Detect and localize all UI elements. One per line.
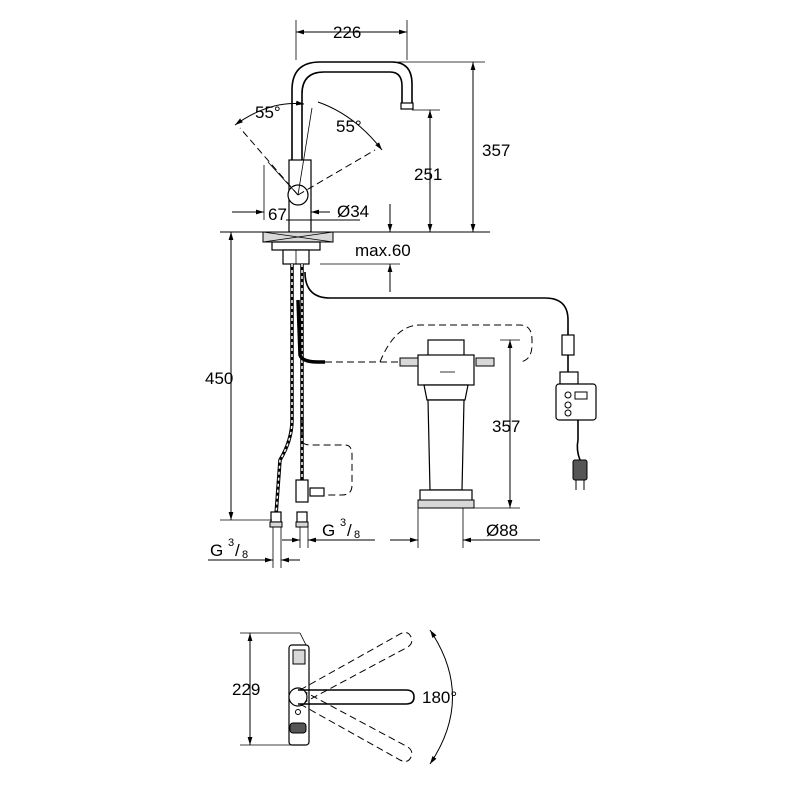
label-thread-right-den: 8 <box>354 529 360 541</box>
label-swivel-angle: 180° <box>422 688 457 707</box>
label-thread-right: G <box>322 521 335 540</box>
label-body-diameter: Ø34 <box>337 202 369 221</box>
svg-text:/: / <box>235 541 240 560</box>
label-filter-height: 357 <box>492 417 520 436</box>
faucet-side-view <box>220 61 490 265</box>
label-spout-reach: 226 <box>333 23 361 42</box>
label-thread-right-num: 3 <box>340 517 346 529</box>
label-deck-thickness: max.60 <box>355 241 411 260</box>
label-thread-left-num: 3 <box>228 537 234 549</box>
label-hose-length: 450 <box>205 369 233 388</box>
label-spout-height: 251 <box>414 165 442 184</box>
label-thread-left: G <box>210 541 223 560</box>
filter-cartridge <box>325 324 533 509</box>
label-angle-front: 55° <box>336 117 362 136</box>
supply-hoses <box>269 264 569 528</box>
label-top-depth: 229 <box>232 680 260 699</box>
label-filter-diameter: Ø88 <box>486 521 518 540</box>
label-thread-left-den: 8 <box>242 549 248 561</box>
label-lever-offset: 67 <box>268 205 287 224</box>
svg-text:/: / <box>347 521 352 540</box>
power-control-box <box>555 334 597 490</box>
label-angle-back: 55° <box>255 103 281 122</box>
label-total-height: 357 <box>482 141 510 160</box>
dimension-lines <box>208 20 540 568</box>
faucet-top-view <box>240 629 453 765</box>
dimension-labels: 226 357 251 55° 55° 67 Ø34 max.60 450 G … <box>205 23 520 707</box>
